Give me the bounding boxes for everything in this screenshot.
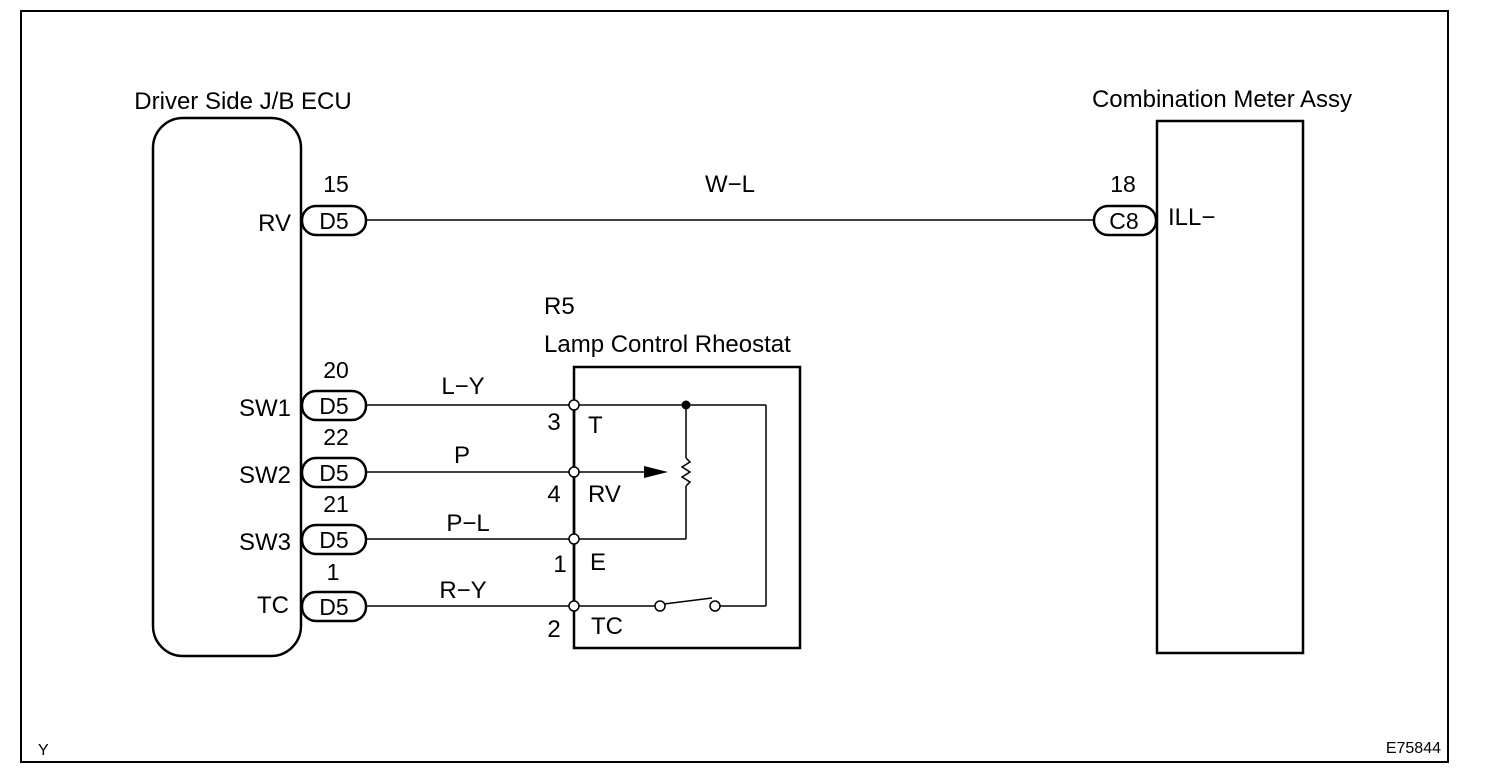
connector-d5-label: D5 [319, 527, 348, 553]
meter-terminal-label: ILL− [1168, 204, 1215, 231]
connection-rv: RV 15 D5 W−L 18 C8 [258, 171, 1158, 237]
rheostat-internals [568, 399, 767, 612]
rheostat-terminal-e: E [590, 549, 606, 576]
terminal-circle [568, 399, 580, 411]
connector-d5-label: D5 [319, 594, 348, 620]
connection-sw2: SW2 22 D5 P 4 RV [239, 424, 621, 508]
terminal-circle [568, 600, 580, 612]
rheostat-pin-3: 3 [547, 409, 560, 436]
figure-id: E75844 [1386, 740, 1441, 757]
diagram-border [20, 10, 1449, 763]
wire-label-p-l: P−L [446, 510, 489, 537]
ecu-pin-15: 15 [323, 171, 349, 197]
terminal-circle [568, 466, 580, 478]
ecu-terminal-tc: TC [257, 592, 289, 619]
wire-label-l-y: L−Y [441, 373, 484, 400]
rheostat-pin-4: 4 [547, 481, 560, 508]
connector-d5-label: D5 [319, 460, 348, 486]
ecu-pin-1: 1 [327, 559, 340, 585]
ecu-terminal-sw2: SW2 [239, 462, 291, 489]
ecu-pin-21: 21 [323, 491, 349, 517]
connector-d5-label: D5 [319, 393, 348, 419]
connection-tc: TC 1 D5 R−Y 2 TC [257, 559, 623, 643]
rheostat-terminal-t: T [588, 412, 603, 439]
wire-label-w-l: W−L [705, 171, 755, 198]
switch-contact-left [654, 600, 666, 612]
switch-contact-right [709, 600, 721, 612]
terminal-circle [568, 533, 580, 545]
connector-c8-label: C8 [1109, 208, 1138, 234]
connection-sw1: SW1 20 D5 L−Y 3 T [239, 357, 603, 439]
ecu-terminal-sw1: SW1 [239, 395, 291, 422]
connection-sw3: SW3 21 D5 P−L 1 E [239, 491, 606, 578]
footer-left-code: Y [38, 742, 49, 759]
rheostat-pin-1: 1 [553, 551, 566, 578]
meter-pin-18: 18 [1110, 171, 1136, 197]
switch-blade-icon [663, 597, 713, 605]
ecu-terminal-sw3: SW3 [239, 529, 291, 556]
connector-d5-label: D5 [319, 208, 348, 234]
ecu-pin-20: 20 [323, 357, 349, 383]
rheostat-code: R5 [544, 293, 575, 320]
resistor-icon [680, 457, 692, 487]
ecu-terminal-rv: RV [258, 210, 291, 237]
wiper-arrow-icon [644, 466, 668, 478]
rheostat-pin-2: 2 [547, 616, 560, 643]
wire-label-r-y: R−Y [439, 577, 486, 604]
meter-title: Combination Meter Assy [1092, 86, 1352, 113]
rheostat-terminal-rv: RV [588, 481, 621, 508]
ecu-box [151, 116, 303, 658]
rheostat-terminal-tc: TC [591, 613, 623, 640]
rheostat-title: Lamp Control Rheostat [544, 331, 791, 358]
ecu-title: Driver Side J/B ECU [134, 88, 351, 115]
connector-c8 [1092, 204, 1158, 237]
ecu-pin-22: 22 [323, 424, 349, 450]
wire-label-p: P [454, 442, 470, 469]
meter-box [1155, 119, 1305, 655]
